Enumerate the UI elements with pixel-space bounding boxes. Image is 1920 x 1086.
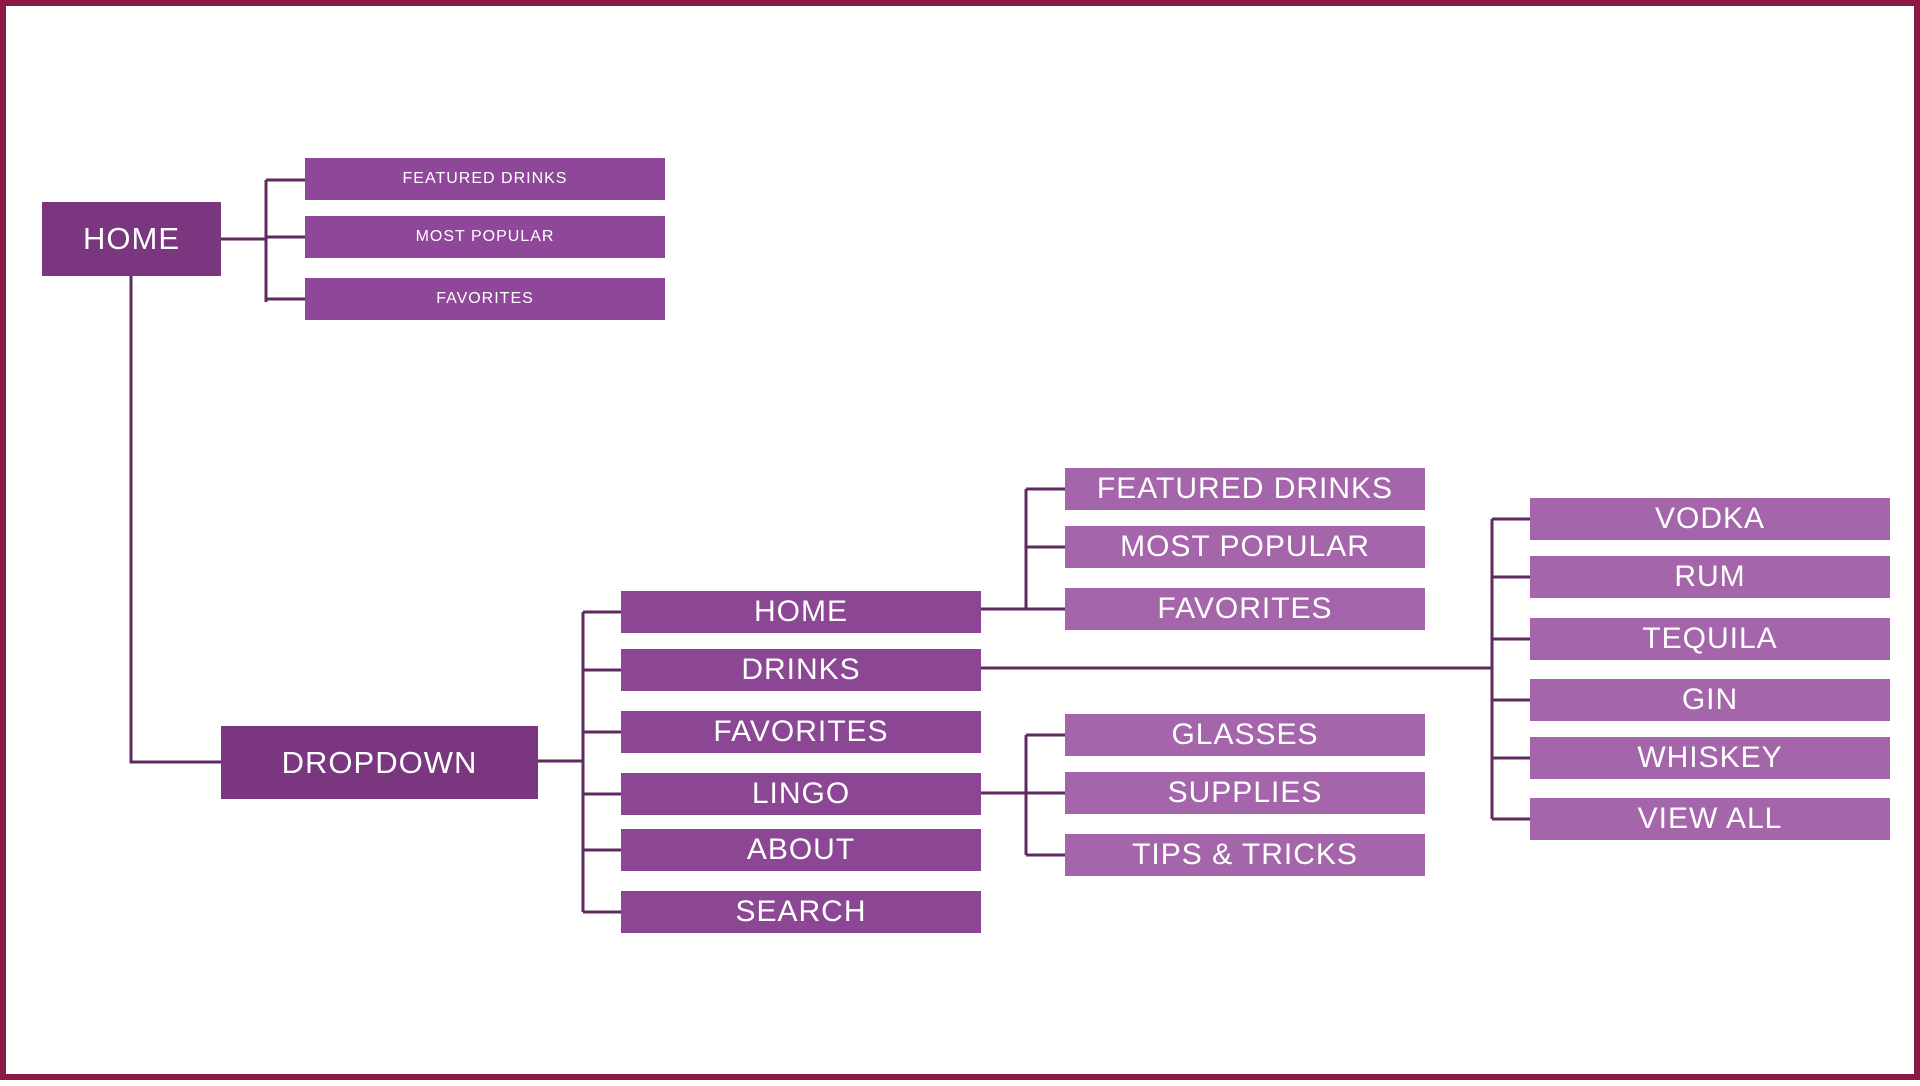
node-dropdown-lingo: LINGO [621,773,981,815]
node-lingo-supplies: SUPPLIES [1065,772,1425,814]
node-dropdown-home-most-popular: MOST POPULAR [1065,526,1425,568]
node-lingo-glasses: GLASSES [1065,714,1425,756]
node-dropdown-search: SEARCH [621,891,981,933]
node-dropdown-home-featured-drinks: FEATURED DRINKS [1065,468,1425,510]
node-home-root: HOME [42,202,221,276]
node-drinks-rum: RUM [1530,556,1890,598]
node-drinks-gin: GIN [1530,679,1890,721]
connector-lingo-children [981,733,1065,857]
node-dropdown-drinks: DRINKS [621,649,981,691]
node-drinks-vodka: VODKA [1530,498,1890,540]
node-home-most-popular: MOST POPULAR [305,216,665,258]
node-drinks-view-all: VIEW ALL [1530,798,1890,840]
node-home-favorites: FAVORITES [305,278,665,320]
node-dropdown-home: HOME [621,591,981,633]
node-dropdown-about: ABOUT [621,829,981,871]
connector-dropdown-children [538,610,621,914]
connector-lines [129,178,1530,914]
connector-drinks-children [981,517,1530,821]
node-dropdown: DROPDOWN [221,726,538,799]
connector-dhome-children [981,487,1065,611]
connector-home-children [221,178,305,302]
node-drinks-whiskey: WHISKEY [1530,737,1890,779]
node-lingo-tips-and-tricks: TIPS & TRICKS [1065,834,1425,876]
node-drinks-tequila: TEQUILA [1530,618,1890,660]
connector-home-dropdown [129,276,221,764]
node-dropdown-home-favorites: FAVORITES [1065,588,1425,630]
node-dropdown-favorites: FAVORITES [621,711,981,753]
node-home-featured-drinks: FEATURED DRINKS [305,158,665,200]
